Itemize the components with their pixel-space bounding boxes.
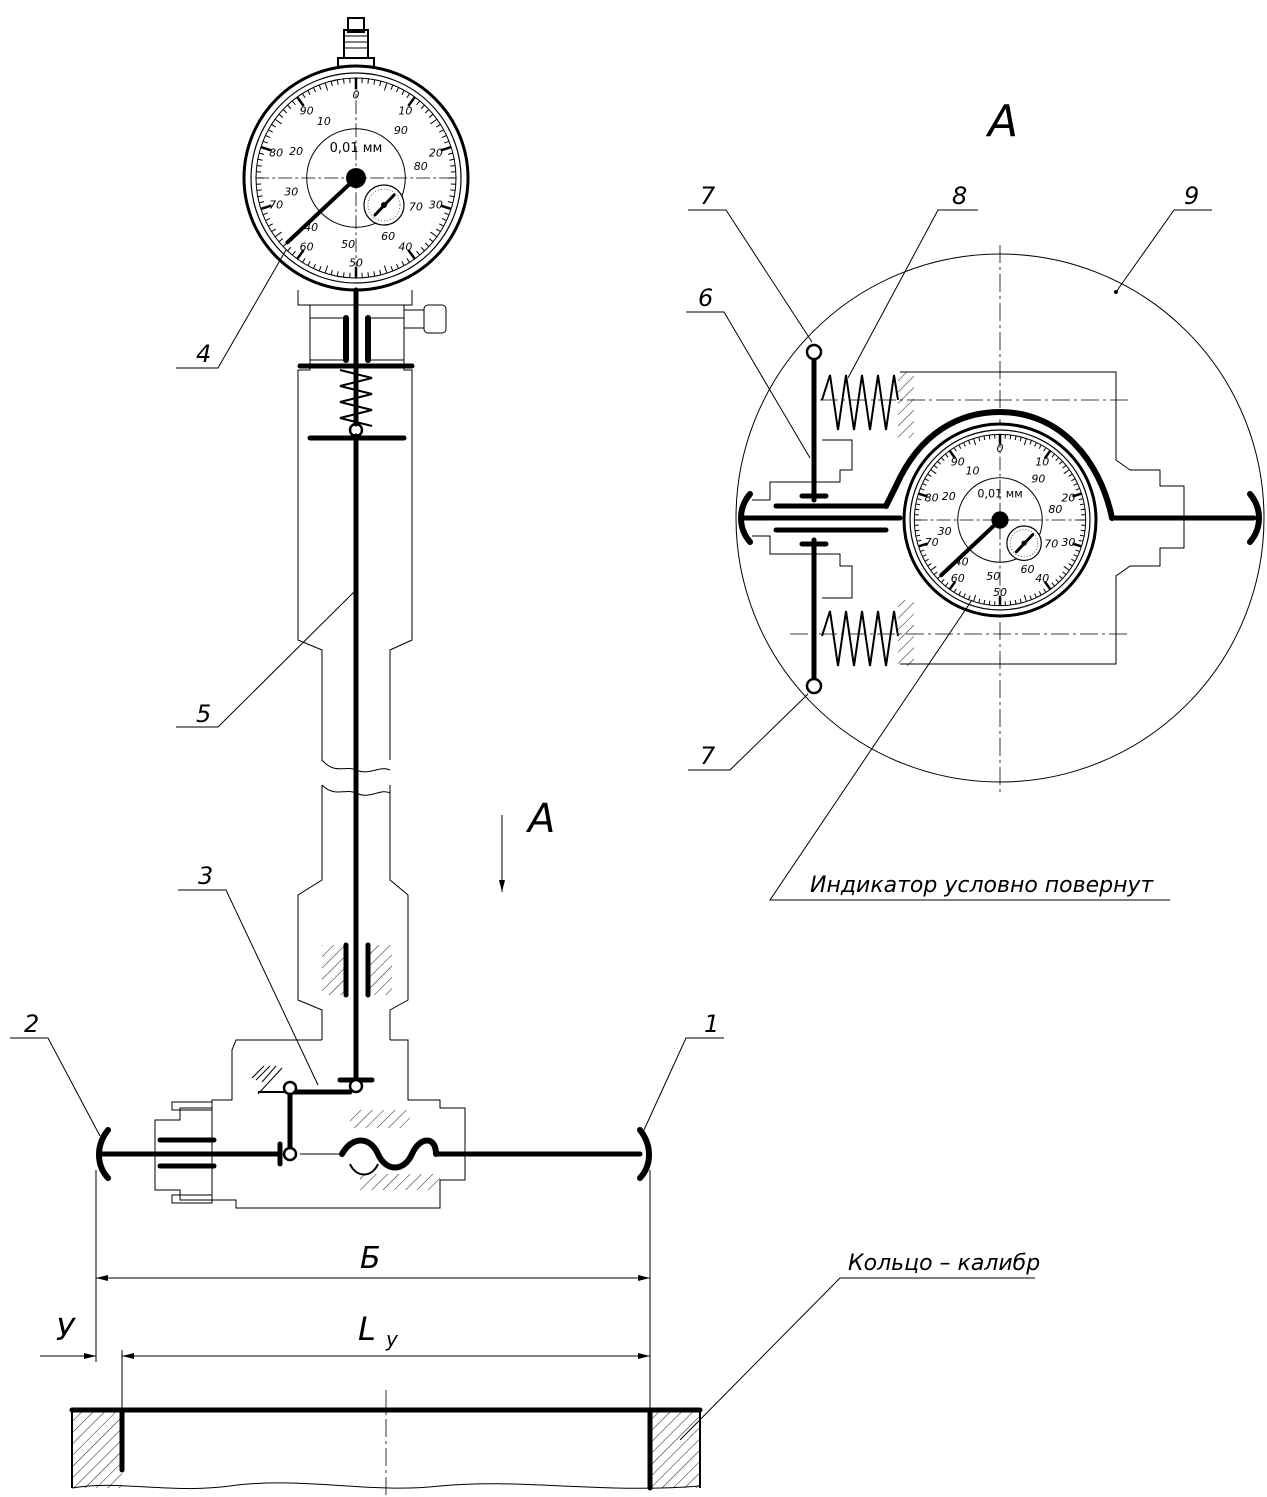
view-dial-reverse-number: 50 <box>986 570 1000 583</box>
view-dial-reverse-number: 90 <box>1031 473 1045 486</box>
view-a-arch <box>883 408 1115 521</box>
view-dial-number: 90 <box>951 456 965 469</box>
ring-gauge: Кольцо – калибр <box>69 1251 1040 1495</box>
dial-stem <box>337 17 375 69</box>
tip-left <box>96 1127 111 1181</box>
view-dial-number: 30 <box>1061 536 1075 549</box>
view-a-housing <box>752 371 1185 666</box>
view-a-spring-top <box>821 374 899 431</box>
main-dial-hub <box>346 168 366 188</box>
main-dial-reverse-number: 30 <box>284 185 298 198</box>
main-dial-number: 80 <box>269 147 283 160</box>
callout-leaders-main <box>10 249 724 1137</box>
main-dial-number: 20 <box>429 147 443 160</box>
view-dial-hub <box>991 511 1009 529</box>
main-dial-reverse-number: 80 <box>414 160 428 173</box>
view-dial-reverse-number: 70 <box>1044 538 1058 551</box>
main-dial-number: 70 <box>269 199 283 212</box>
callout-7-bottom: 7 <box>700 742 716 770</box>
main-dial-reverse-number: 20 <box>289 145 303 158</box>
callout-3: 3 <box>198 862 213 890</box>
view-dial-number: 70 <box>925 536 939 549</box>
dimension-b: Б <box>360 1241 381 1276</box>
callout-6: 6 <box>698 284 713 312</box>
view-dial-number: 80 <box>925 492 939 505</box>
callout-2: 2 <box>24 1010 39 1038</box>
callout-5: 5 <box>196 700 211 728</box>
view-dial-number: 50 <box>993 586 1007 599</box>
view-dial-pointer <box>939 518 1002 578</box>
ring-gauge-label: Кольцо – калибр <box>848 1251 1040 1276</box>
view-dial-number: 40 <box>1035 572 1049 585</box>
bore-gauge-main-view: 01020304050607080901020304050607080900,0… <box>10 17 724 1209</box>
main-dial-reverse-number: 60 <box>381 230 395 243</box>
callout-leaders-view-a <box>686 209 1212 901</box>
view-dial-reverse-number: 60 <box>1020 563 1034 576</box>
lower-guide <box>322 942 392 998</box>
view-dial-number: 60 <box>951 572 965 585</box>
main-dial-pointer <box>285 176 358 245</box>
view-dial-unit-label: 0,01 мм <box>977 488 1022 501</box>
dimension-l-subscript: у <box>385 1327 399 1351</box>
main-dial-number: 60 <box>300 241 314 254</box>
callout-9: 9 <box>1184 182 1199 210</box>
view-a-label: А <box>985 96 1018 147</box>
callout-8: 8 <box>952 182 967 210</box>
callout-4: 4 <box>196 340 211 368</box>
gauge-body-outline <box>154 290 466 1209</box>
view-dial-reverse-number: 20 <box>942 490 956 503</box>
main-dial-number: 10 <box>398 105 412 118</box>
measuring-rod <box>96 1110 652 1190</box>
view-dial-number: 20 <box>1061 492 1075 505</box>
view-dial-number: 0 <box>997 442 1004 455</box>
main-dial-number: 90 <box>300 105 314 118</box>
view-dial-number: 10 <box>1035 456 1049 469</box>
tip-right <box>637 1127 652 1181</box>
view-a: А 0 10 20 30 40 50 60 7 <box>686 96 1265 901</box>
view-dial-reverse-number: 80 <box>1048 503 1062 516</box>
callout-1: 1 <box>704 1010 719 1038</box>
main-dial-reverse-number: 10 <box>317 115 331 128</box>
main-dial-reverse-number: 70 <box>409 200 423 213</box>
indicator-rotated-note: Индикатор условно повернут <box>810 873 1155 898</box>
dial-indicator-main: 01020304050607080901020304050607080900,0… <box>242 64 470 292</box>
dimensions: Б L у У <box>40 1170 651 1440</box>
view-arrow-label: А <box>525 796 555 842</box>
view-dial-reverse-number: 30 <box>938 525 952 538</box>
main-dial-number: 40 <box>398 241 412 254</box>
dimension-l: L <box>358 1310 376 1348</box>
dial-indicator-view-a: 01020304050607080901020304050607080900,0… <box>902 422 1098 618</box>
view-a-spring-bottom <box>821 610 899 667</box>
main-dial-number: 30 <box>429 199 443 212</box>
main-dial-reverse-number: 90 <box>394 124 408 137</box>
callout-7-top: 7 <box>700 182 716 210</box>
dimension-y: У <box>56 1313 76 1348</box>
view-dial-reverse-number: 10 <box>966 465 980 478</box>
main-dial-reverse-number: 50 <box>341 238 355 251</box>
